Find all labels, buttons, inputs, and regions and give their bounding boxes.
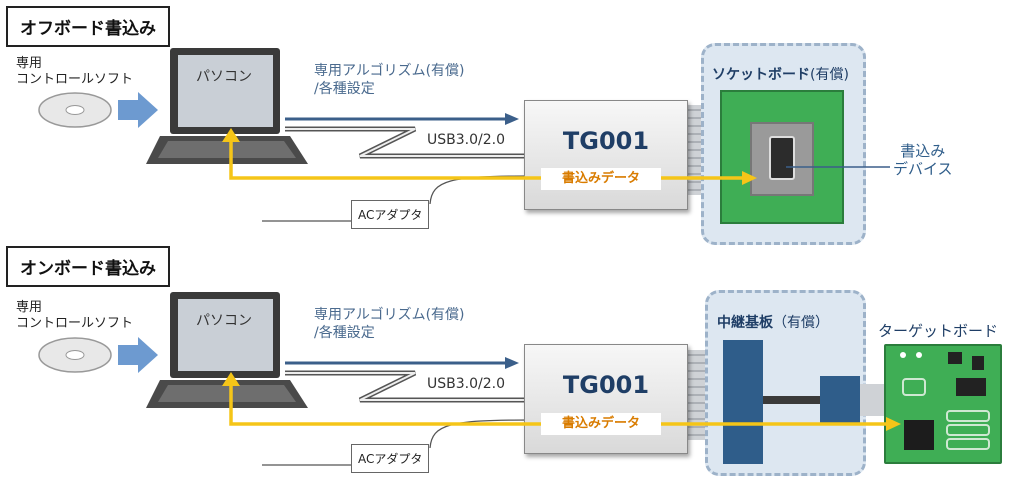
onboard-algorithm-label: 専用アルゴリズム(有償) /各種設定: [314, 306, 465, 342]
software-label-line2: コントロールソフト: [16, 72, 134, 87]
target-board-pcb: [884, 344, 1002, 464]
algorithm-label-line1: 専用アルゴリズム(有償): [314, 63, 465, 79]
tg001-label: TG001: [562, 127, 650, 155]
write-device-label: 書込み デバイス: [893, 142, 953, 178]
socket-frame: [750, 122, 814, 196]
pcb-pad: [946, 424, 990, 436]
socket-board-title: ソケットボード(有償): [712, 64, 849, 84]
tg001-label: TG001: [562, 371, 650, 399]
onboard-ac-adapter-label: ACアダプタ: [351, 444, 430, 473]
relay-board-title-main: 中継基板: [717, 315, 773, 331]
laptop-icon: [146, 292, 308, 408]
algorithm-label-line1: 専用アルゴリズム(有償): [314, 307, 465, 323]
offboard-ac-adapter-label: ACアダプタ: [351, 200, 430, 229]
offboard-pc-label: パソコン: [196, 69, 252, 85]
offboard-section-title: オフボード書込み: [6, 6, 170, 47]
socket-board-title-sub: (有償): [810, 67, 849, 83]
onboard-usb-label: USB3.0/2.0: [427, 376, 505, 392]
pcb-chip: [972, 356, 984, 370]
offboard-write-data-tag: 書込みデータ: [541, 168, 661, 190]
relay-connector-right: [820, 376, 860, 424]
pcb-pad: [946, 410, 990, 422]
relay-to-target-ribbon: [860, 384, 888, 416]
onboard-software-label: 専用 コントロールソフト: [16, 300, 133, 332]
offboard-algorithm-label: 専用アルゴリズム(有償) /各種設定: [314, 62, 465, 98]
laptop-icon: [146, 48, 308, 164]
pcb-hole: [900, 352, 906, 358]
software-label-line1: 専用: [16, 300, 43, 315]
socket-board-pcb: [720, 90, 844, 224]
socket-board-title-main: ソケットボード: [712, 67, 810, 83]
algorithm-label-line2: /各種設定: [314, 325, 375, 341]
cd-disc-icon: [38, 337, 112, 373]
target-board-label: ターゲットボード: [878, 322, 999, 340]
pcb-chip: [948, 352, 962, 364]
write-data-label: 書込みデータ: [561, 171, 640, 186]
write-device-line2: デバイス: [893, 160, 953, 178]
offboard-tg001-device: TG001: [524, 100, 688, 210]
software-label-line1: 専用: [16, 56, 43, 71]
write-data-label: 書込みデータ: [561, 416, 640, 431]
onboard-write-data-tag: 書込みデータ: [541, 413, 661, 435]
pcb-pad: [902, 378, 926, 396]
relay-cable: [763, 396, 823, 404]
pcb-hole: [916, 352, 922, 358]
onboard-pc-label: パソコン: [196, 313, 252, 329]
offboard-software-label: 専用 コントロールソフト: [16, 56, 133, 88]
relay-connector-left: [723, 340, 763, 464]
onboard-tg001-device: TG001: [524, 344, 688, 454]
onboard-section-title: オンボード書込み: [6, 246, 170, 287]
software-arrow-icon: [118, 337, 158, 373]
write-device-chip: [769, 136, 795, 180]
target-chip: [904, 420, 934, 450]
write-device-line1: 書込み: [900, 142, 946, 160]
relay-board-title-sub: （有償）: [773, 315, 829, 331]
software-label-line2: コントロールソフト: [16, 316, 134, 331]
software-arrow-icon: [118, 92, 158, 128]
algorithm-label-line2: /各種設定: [314, 81, 375, 97]
pcb-chip: [956, 378, 986, 396]
pcb-pad: [946, 438, 990, 450]
offboard-usb-label: USB3.0/2.0: [427, 132, 505, 148]
cd-disc-icon: [38, 92, 112, 128]
relay-board-title: 中継基板（有償）: [717, 312, 829, 332]
